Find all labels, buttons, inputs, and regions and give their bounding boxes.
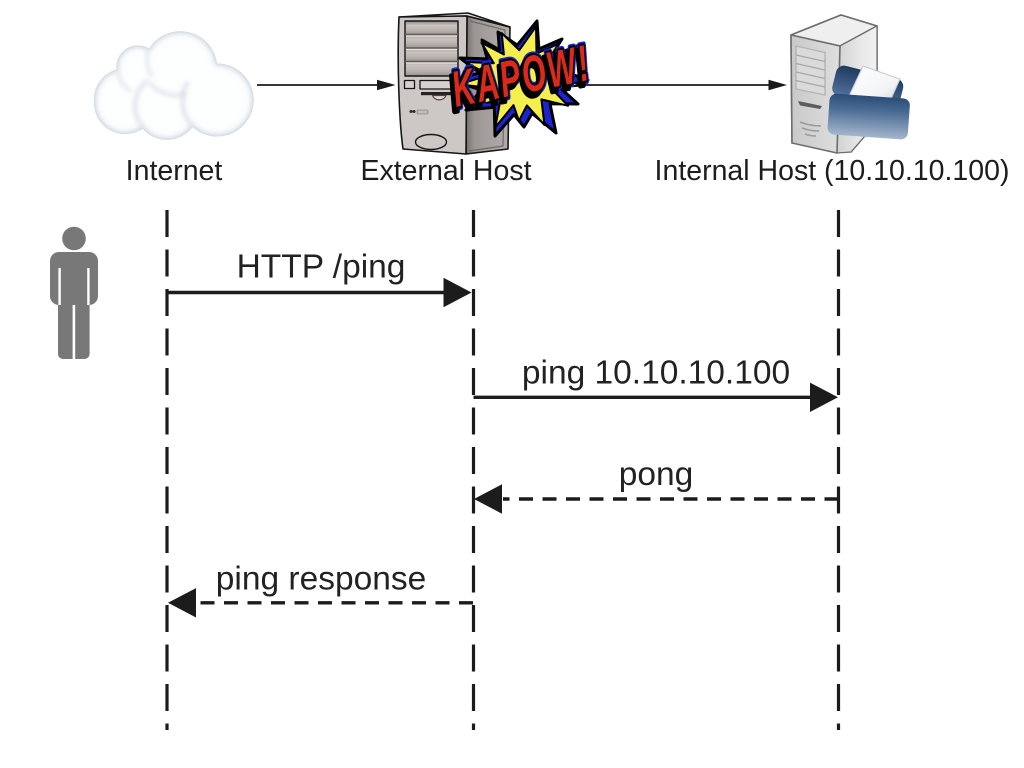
svg-text:HTTP /ping: HTTP /ping — [237, 249, 406, 286]
svg-text:Internet: Internet — [126, 155, 223, 187]
svg-text:pong: pong — [619, 456, 694, 493]
svg-text:External Host: External Host — [360, 155, 531, 187]
svg-text:ping response: ping response — [216, 561, 426, 598]
svg-text:Internal Host (10.10.10.100): Internal Host (10.10.10.100) — [655, 155, 1010, 187]
svg-text:ping 10.10.10.100: ping 10.10.10.100 — [522, 355, 790, 392]
